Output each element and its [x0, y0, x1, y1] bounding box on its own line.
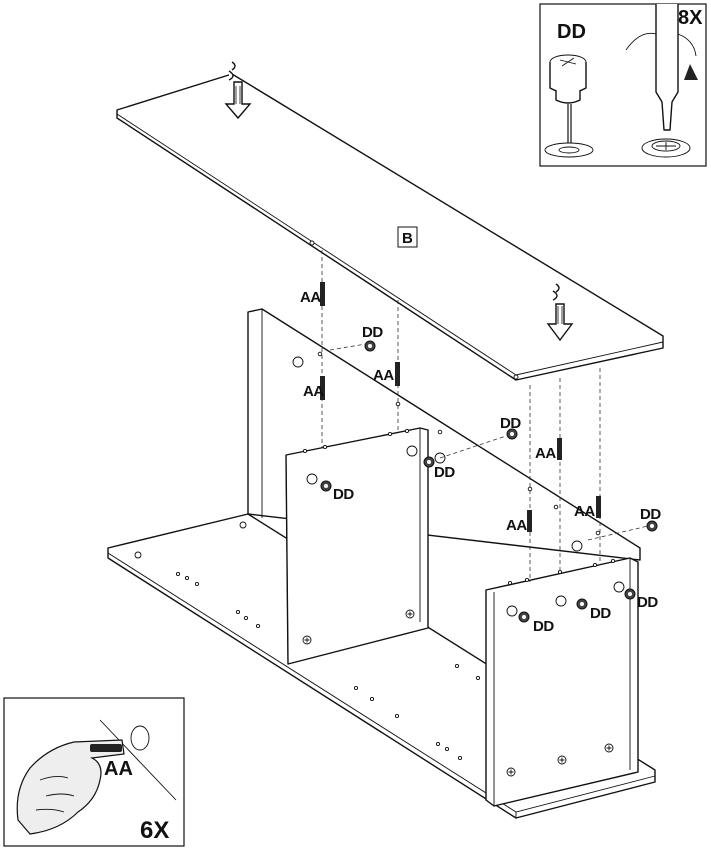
- screwdriver-icon: [625, 4, 698, 158]
- cam-lock-icon: [423, 456, 435, 468]
- cam-label: DD: [637, 594, 658, 611]
- inset-cam-qty: 8X: [678, 7, 703, 29]
- dowel-label: AA: [535, 445, 556, 462]
- cam-lock-icon: [646, 520, 658, 532]
- cam-label: DD: [590, 605, 611, 622]
- middle-divider-panel: [285, 427, 429, 665]
- panel-label-text: B: [402, 230, 413, 247]
- screw-icon: [405, 609, 415, 619]
- inset-dowel-label: AA: [104, 758, 133, 780]
- cam-label: DD: [362, 324, 383, 341]
- cam-label: DD: [533, 618, 554, 635]
- cam-label: DD: [500, 415, 521, 432]
- dowel-insert-inset: AA 6X: [3, 697, 185, 847]
- inset-cam-label: DD: [557, 21, 586, 43]
- cam-lock-inset: DD 8X: [539, 3, 707, 167]
- dowel-label: AA: [373, 367, 394, 384]
- cam-label: DD: [640, 506, 661, 523]
- dowel-label: AA: [506, 517, 527, 534]
- cam-lock-icon: [506, 428, 518, 440]
- dowel-label: AA: [303, 383, 324, 400]
- dowel-icon: [596, 496, 601, 518]
- screw-icon: [302, 635, 312, 645]
- dowel-icon: [320, 282, 325, 306]
- cam-label: DD: [333, 486, 354, 503]
- dowel-label: AA: [574, 503, 595, 520]
- cam-lock-icon: [576, 598, 588, 610]
- cam-lock-icon: [544, 54, 594, 158]
- press-down-arrow-icon: [224, 61, 252, 120]
- panel-label-b: B: [397, 226, 418, 248]
- cam-lock-icon: [364, 340, 376, 352]
- hand-icon: [16, 739, 125, 835]
- screw-icon: [506, 767, 516, 777]
- inset-dowel-qty: 6X: [140, 817, 169, 844]
- cam-lock-icon: [320, 480, 332, 492]
- cam-label: DD: [434, 464, 455, 481]
- dowel-icon: [527, 510, 532, 532]
- dowel-icon: [395, 362, 400, 386]
- dowel-icon: [557, 438, 562, 460]
- press-down-arrow-icon: [546, 283, 574, 342]
- dowel-icon: [90, 744, 122, 752]
- screw-icon: [557, 755, 567, 765]
- cam-lock-icon: [624, 588, 636, 600]
- dowel-icon: [320, 376, 325, 400]
- screw-icon: [604, 743, 614, 753]
- right-side-panel: [485, 557, 639, 807]
- dowel-label: AA: [300, 289, 321, 306]
- cam-lock-icon: [518, 611, 530, 623]
